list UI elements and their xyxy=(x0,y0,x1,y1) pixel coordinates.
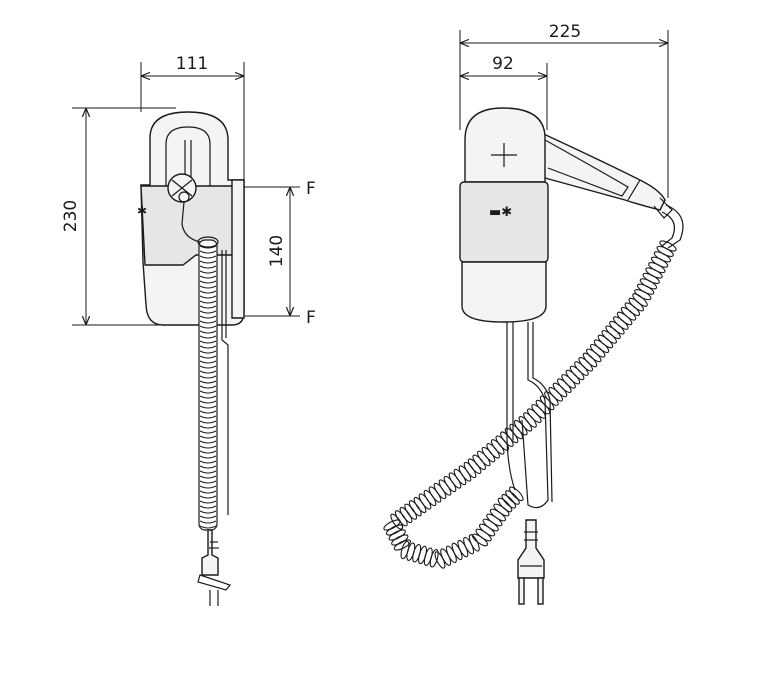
front-coiled-cord xyxy=(383,240,677,569)
dim-label-92: 92 xyxy=(492,54,514,74)
fixing-label-top: F xyxy=(306,179,316,199)
front-lower-body xyxy=(461,261,547,323)
front-plug xyxy=(517,519,545,579)
side-view: 111 230 140 F F ✱ xyxy=(61,54,316,606)
fixing-label-bottom: F xyxy=(306,308,316,328)
side-coil-rings xyxy=(199,245,217,529)
front-bracket-band xyxy=(459,181,549,263)
dim-label-140: 140 xyxy=(267,235,287,267)
side-handle-slot xyxy=(165,126,211,186)
side-back-plate xyxy=(231,179,245,319)
dim-label-230: 230 xyxy=(61,200,81,232)
dim-label-111: 111 xyxy=(176,54,208,74)
side-logo-mark: ✱ xyxy=(137,204,147,218)
side-plug xyxy=(201,529,219,576)
dim-label-225: 225 xyxy=(549,22,581,42)
front-head xyxy=(464,107,546,183)
front-handle xyxy=(534,128,666,211)
front-view: 225 92 ▬✱ xyxy=(383,22,684,605)
front-logo-mark: ▬✱ xyxy=(489,205,512,220)
